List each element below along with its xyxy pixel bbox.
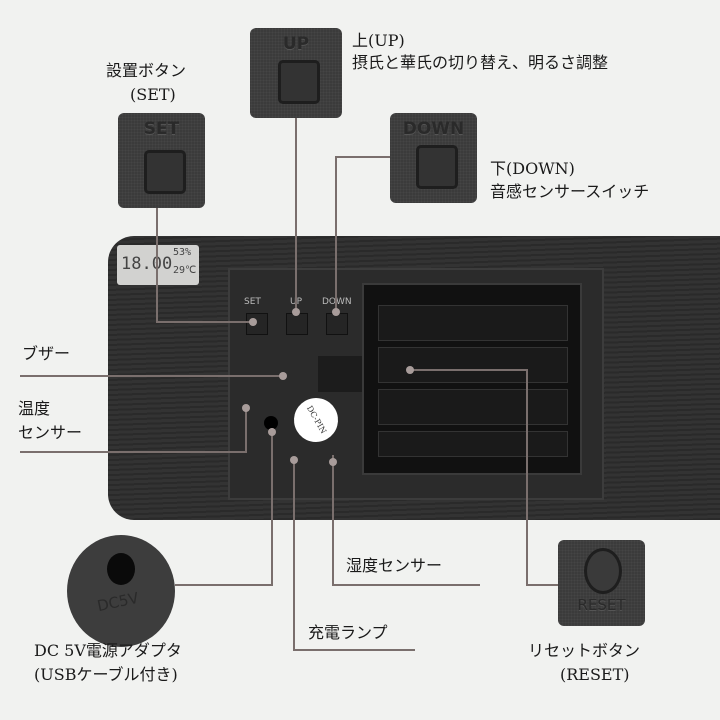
- reset-button-closeup: RESET: [558, 540, 645, 626]
- temp-sensor-label-2: センサー: [18, 423, 83, 442]
- reset-key[interactable]: [584, 548, 622, 594]
- up-button-closeup: UP: [250, 28, 342, 118]
- down-title: 下(DOWN): [490, 159, 575, 178]
- humidity-sensor-label: 湿度センサー: [346, 556, 443, 575]
- down-button-closeup: DOWN: [390, 113, 477, 203]
- down-sub: 音感センサースイッチ: [490, 182, 650, 201]
- set-key[interactable]: [143, 150, 186, 194]
- up-key[interactable]: [278, 60, 320, 104]
- dc-jack-text: DC5V: [95, 588, 141, 616]
- set-button-text: SET: [143, 119, 180, 139]
- reset-button-text: RESET: [577, 596, 626, 614]
- dc-sub: (USBケーブル付き): [34, 665, 178, 684]
- buzzer-label: ブザー: [22, 344, 71, 363]
- up-title: 上(UP): [352, 31, 405, 50]
- panel-label-set: SET: [244, 297, 261, 307]
- lcd-time: 18.00: [121, 254, 173, 274]
- switch-slot: [318, 356, 362, 392]
- reset-sub: (RESET): [560, 665, 630, 684]
- battery-compartment: [362, 283, 582, 475]
- lcd-temperature: 29℃: [173, 265, 197, 276]
- temp-sensor-label-1: 温度: [18, 399, 51, 418]
- up-sub: 摂氏と華氏の切り替え、明るさ調整: [352, 53, 609, 72]
- dc-jack-closeup: DC5V: [67, 535, 175, 647]
- set-title: 設置ボタン: [106, 61, 187, 80]
- set-sub: (SET): [130, 85, 176, 104]
- set-button-closeup: SET: [118, 113, 205, 208]
- reset-title: リセットボタン: [528, 641, 641, 660]
- dc-jack: [264, 416, 278, 430]
- charge-lamp-label: 充電ランプ: [308, 623, 388, 642]
- up-button-text: UP: [282, 34, 310, 54]
- dc-title: DC 5V電源アダプタ: [34, 641, 182, 660]
- lcd-humidity: 53%: [173, 247, 192, 258]
- down-key[interactable]: [415, 145, 458, 189]
- down-button-text: DOWN: [402, 119, 465, 139]
